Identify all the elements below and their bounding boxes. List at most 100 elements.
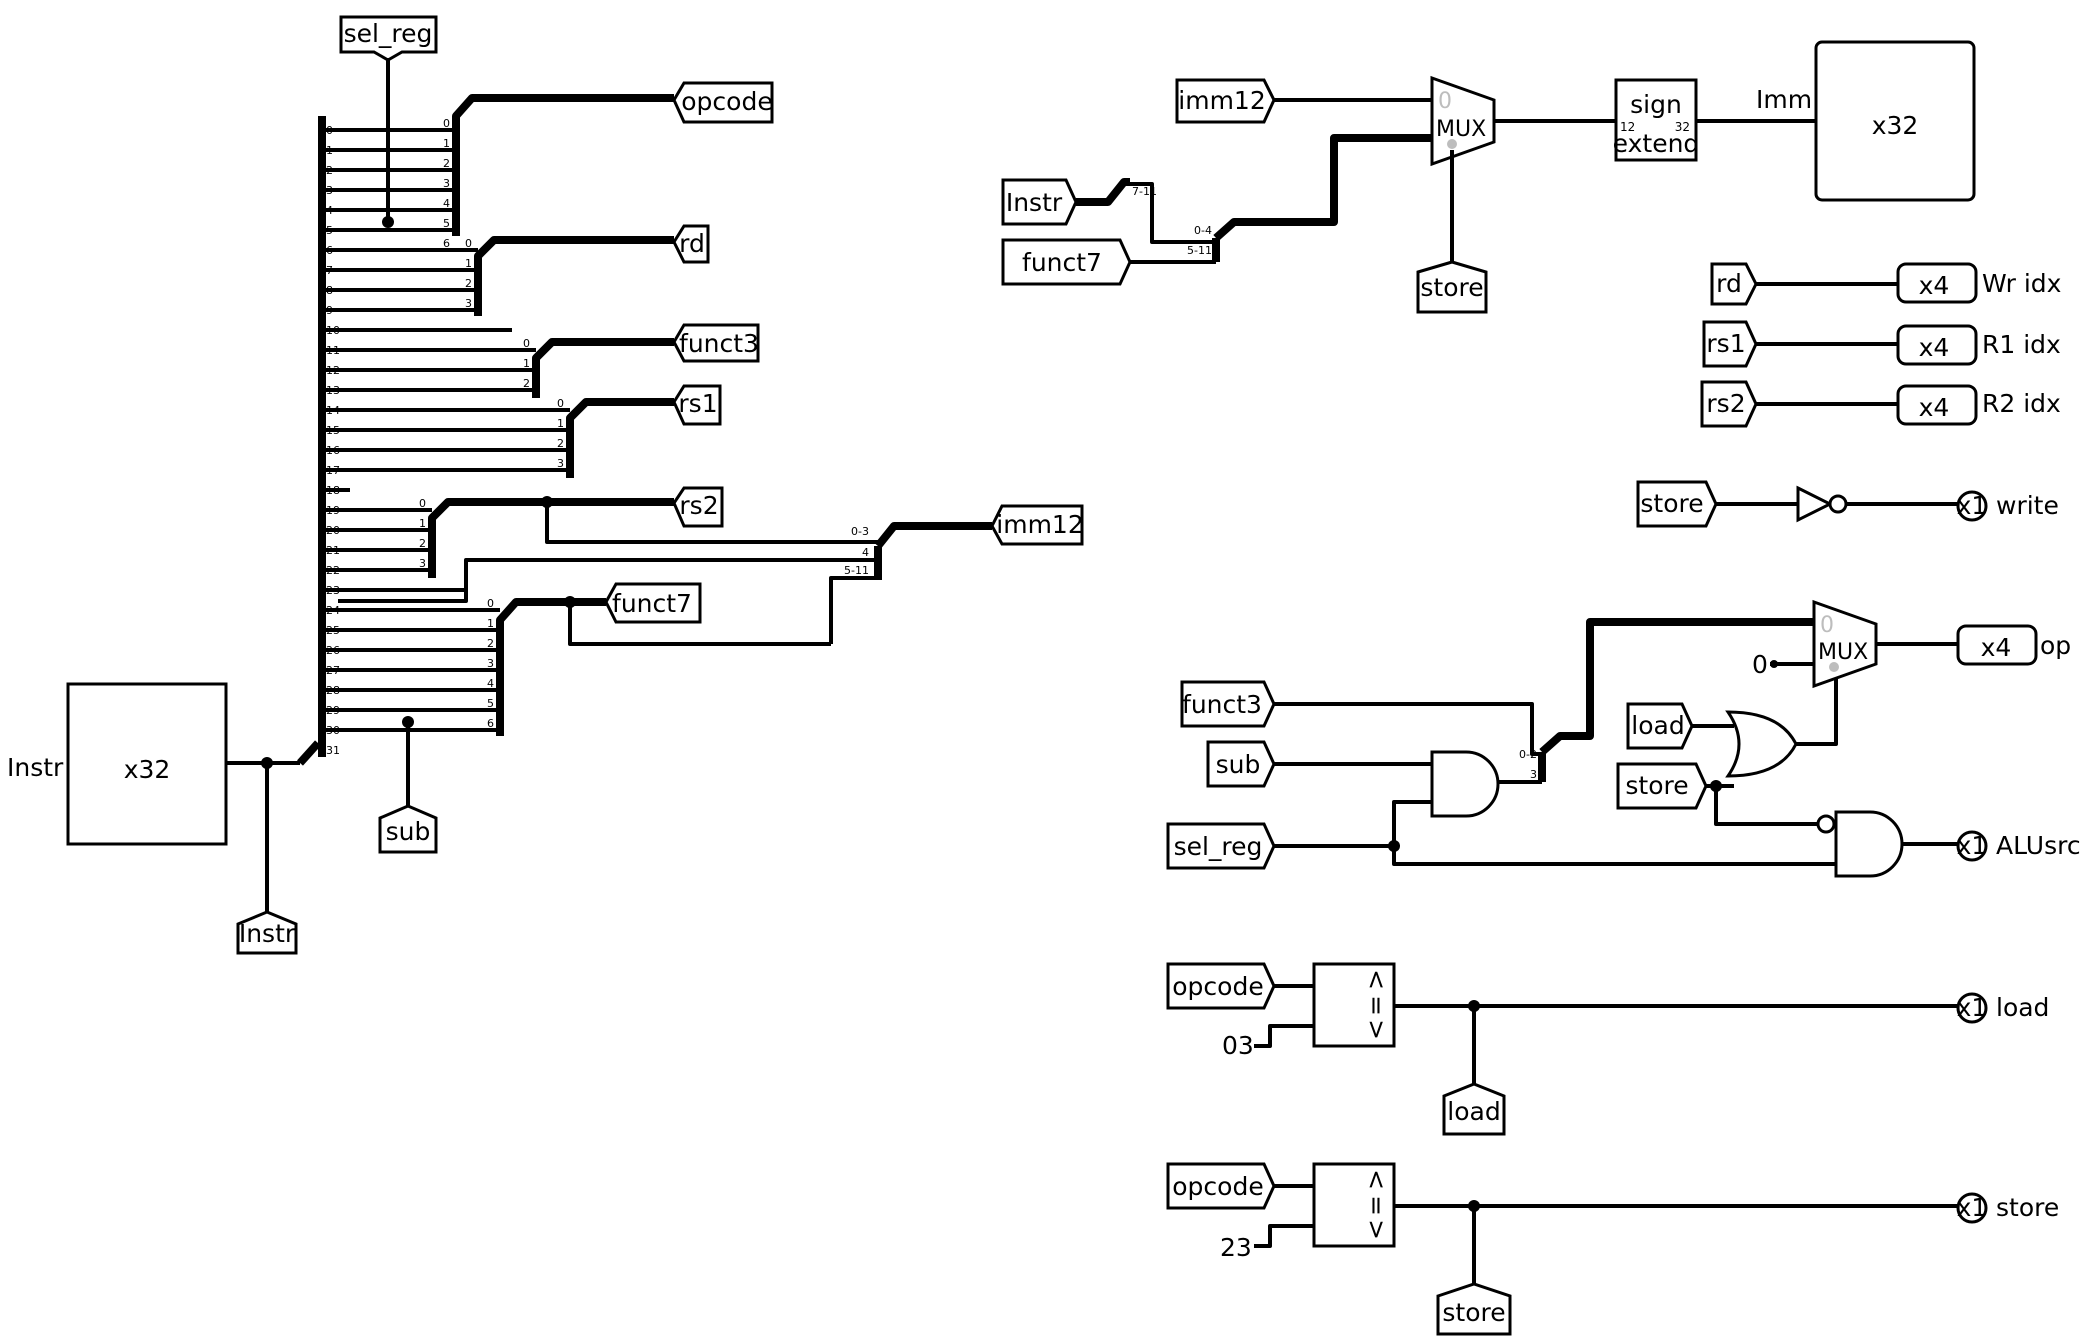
svg-text:Instr: Instr [239, 919, 296, 948]
svg-text:rs1: rs1 [678, 389, 717, 418]
svg-text:opcode: opcode [1172, 972, 1263, 1001]
svg-text:MUX: MUX [1436, 117, 1486, 142]
and-gate-sub[interactable] [1430, 750, 1500, 818]
svg-text:store: store [1625, 771, 1688, 800]
op-pin[interactable]: x4 [1956, 624, 2038, 666]
splitter-bit-label: 3 [419, 557, 426, 570]
svg-text:0: 0 [1438, 89, 1452, 114]
tunnel-rs1-in[interactable]: rs1 [1702, 320, 1758, 368]
splitter-bit-label: 31 [326, 744, 340, 757]
sign-extend[interactable]: sign 12 32 extend [1613, 78, 1700, 162]
constant-zero: 0 [1752, 650, 1768, 679]
tunnel-load-out[interactable]: load [1442, 1082, 1506, 1136]
splitter-bit-label: 6 [443, 237, 450, 250]
svg-text:sub: sub [1216, 750, 1261, 779]
tunnel-store-or[interactable]: store [1616, 762, 1708, 810]
tunnel-funct3-out[interactable]: funct3 [672, 323, 760, 363]
r1-idx-label: R1 idx [1982, 330, 2061, 359]
tunnel-sub-out[interactable]: sub [378, 804, 438, 854]
svg-text:store: store [1420, 273, 1483, 302]
comparator-store[interactable]: < = > [1312, 1162, 1396, 1248]
tunnel-instr-in[interactable]: Instr [1001, 178, 1078, 226]
tunnel-imm12-out[interactable]: imm12 [990, 504, 1084, 546]
tunnel-rs2-out[interactable]: rs2 [672, 486, 724, 528]
svg-text:sel_reg: sel_reg [344, 19, 433, 48]
tunnel-funct7-in[interactable]: funct7 [1001, 238, 1132, 286]
svg-text:0: 0 [1820, 613, 1834, 638]
imm-output-pin[interactable]: x32 [1814, 40, 1976, 202]
splitter-bit-label: 0 [557, 397, 564, 410]
splitter-bit-label: 6 [487, 717, 494, 730]
write-label: write [1996, 491, 2059, 520]
tunnel-imm12-in[interactable]: imm12 [1175, 78, 1276, 124]
svg-text:rd: rd [1716, 269, 1742, 298]
op-mux[interactable]: 0 MUX [1812, 599, 1878, 689]
splitter-bit-label: 3 [487, 657, 494, 670]
splitter-bit-label: 2 [465, 277, 472, 290]
instr-input-pin[interactable]: x32 [66, 682, 228, 846]
wr-idx-pin[interactable]: x4 [1896, 262, 1978, 304]
write-pin[interactable]: x1 [1956, 490, 1988, 522]
tunnel-sel-reg-top[interactable]: sel_reg [339, 15, 438, 62]
svg-text:0-4: 0-4 [1194, 224, 1212, 237]
tunnel-funct7-out[interactable]: funct7 [604, 582, 702, 624]
tunnel-store-out[interactable]: store [1436, 1282, 1512, 1336]
not-gate[interactable] [1796, 485, 1848, 523]
r1-idx-pin[interactable]: x4 [1896, 324, 1978, 366]
comparator-load[interactable]: < = > [1312, 962, 1396, 1048]
tunnel-opcode-out[interactable]: opcode [672, 81, 774, 124]
tunnel-sub-in[interactable]: sub [1206, 740, 1276, 788]
tunnel-rd-in[interactable]: rd [1710, 262, 1758, 306]
svg-text:x4: x4 [1981, 633, 2012, 662]
svg-text:5-11: 5-11 [844, 564, 869, 577]
tunnel-rs2-in[interactable]: rs2 [1700, 380, 1758, 428]
and-gate-alusrc[interactable] [1816, 810, 1904, 878]
svg-text:x32: x32 [124, 755, 171, 784]
alusrc-pin[interactable]: x1 [1956, 830, 1988, 862]
svg-text:MUX: MUX [1818, 640, 1868, 665]
splitter-bit-label: 0 [465, 237, 472, 250]
svg-text:x1: x1 [1957, 993, 1988, 1022]
splitter-bit-label: 3 [465, 297, 472, 310]
svg-text:rd: rd [679, 229, 705, 258]
svg-text:funct3: funct3 [1182, 690, 1262, 719]
svg-text:x4: x4 [1919, 271, 1950, 300]
or-gate[interactable] [1725, 710, 1798, 778]
store-label: store [1996, 1193, 2059, 1222]
tunnel-funct3-in[interactable]: funct3 [1180, 680, 1276, 728]
svg-text:=: = [1361, 1195, 1390, 1216]
svg-text:load: load [1631, 711, 1684, 740]
r2-idx-pin[interactable]: x4 [1896, 384, 1978, 426]
op-label: op [2040, 631, 2071, 660]
imm-mux[interactable]: 0 MUX [1430, 75, 1496, 167]
tunnel-rs1-out[interactable]: rs1 [672, 384, 722, 426]
splitter-bit-label: 2 [443, 157, 450, 170]
svg-text:4: 4 [862, 546, 869, 559]
svg-text:32: 32 [1675, 120, 1690, 134]
tunnel-instr-bottom[interactable]: Instr [236, 910, 298, 955]
svg-text:opcode: opcode [681, 87, 772, 116]
svg-text:x4: x4 [1919, 333, 1950, 362]
svg-text:x1: x1 [1957, 1193, 1988, 1222]
svg-text:x1: x1 [1957, 831, 1988, 860]
tunnel-opcode-cmp1[interactable]: opcode [1166, 962, 1276, 1010]
tunnel-store-not[interactable]: store [1636, 480, 1718, 528]
tunnel-opcode-cmp2[interactable]: opcode [1166, 1162, 1276, 1210]
tunnel-sel-reg-in[interactable]: sel_reg [1166, 822, 1276, 870]
splitter-bit-label: 0 [523, 337, 530, 350]
svg-text:3: 3 [1530, 768, 1537, 781]
store-pin[interactable]: x1 [1956, 1192, 1988, 1224]
svg-text:funct7: funct7 [612, 589, 692, 618]
imm-output-label: Imm [1756, 85, 1812, 114]
tunnel-store-mux[interactable]: store [1416, 260, 1488, 314]
svg-text:funct7: funct7 [1022, 248, 1102, 277]
tunnel-rd-out[interactable]: rd [672, 224, 710, 264]
svg-text:extend: extend [1613, 129, 1700, 158]
tunnel-load-in[interactable]: load [1626, 702, 1694, 750]
load-pin[interactable]: x1 [1956, 992, 1988, 1024]
splitter-bit-label: 0 [419, 497, 426, 510]
splitter-bit-label: 3 [557, 457, 564, 470]
splitter-bit-label: 2 [557, 437, 564, 450]
